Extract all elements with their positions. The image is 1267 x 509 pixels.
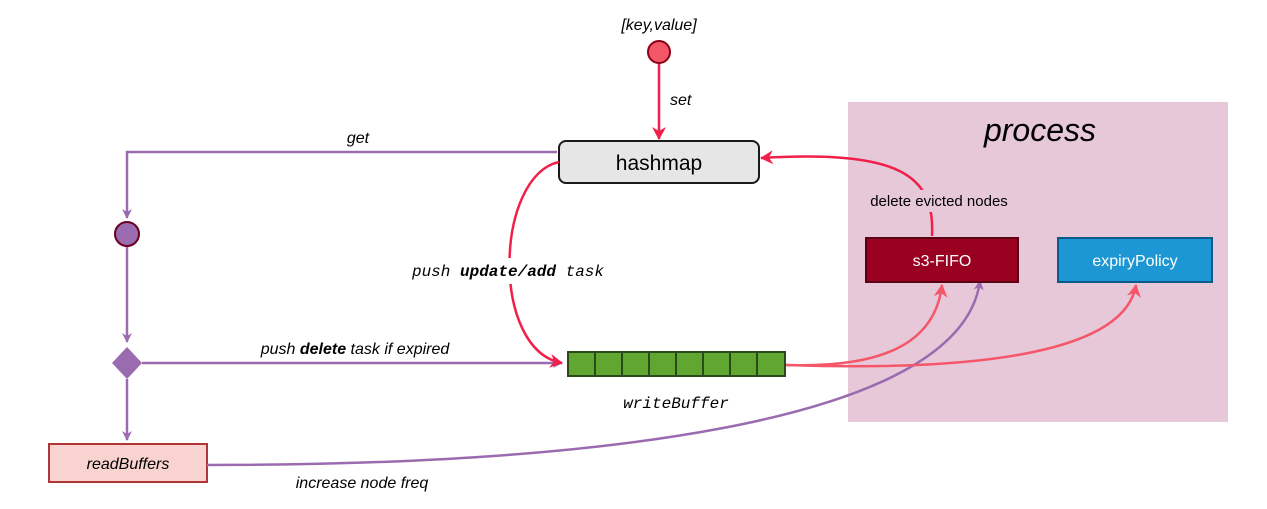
key-value-label: [key,value] — [620, 17, 697, 34]
increase-freq-label: increase node freq — [296, 475, 429, 492]
delete-evicted-label-bg — [853, 190, 1025, 212]
readbuffers-node — [48, 443, 208, 483]
input-node — [647, 40, 671, 64]
writebuffer-node — [567, 351, 786, 377]
s3fifo-node — [865, 237, 1019, 283]
get-junction-node — [114, 221, 140, 247]
delete-evicted-edge — [760, 150, 934, 237]
get-label: get — [347, 130, 370, 147]
process-title: process — [983, 112, 1096, 148]
push-delete-label: push delete task if expired — [260, 341, 451, 358]
increase-freq-edge — [206, 280, 984, 467]
writebuffer-label: writeBuffer — [623, 395, 729, 413]
push-update-label: push update/add task — [411, 263, 604, 281]
expiry-policy-label: expiryPolicy — [1092, 253, 1177, 270]
writebuffer-to-expiry-edge — [785, 284, 1141, 368]
hashmap-label: hashmap — [616, 152, 702, 175]
delete-evicted-label: delete evicted nodes — [870, 193, 1008, 210]
expiry-decision-node — [112, 347, 142, 379]
s3fifo-label: s3-FIFO — [913, 253, 972, 270]
push-update-label-bg — [398, 258, 618, 284]
set-label: set — [670, 92, 692, 109]
expiry-policy-node — [1057, 237, 1213, 283]
get-edge — [122, 150, 557, 219]
readbuffers-label: readBuffers — [87, 456, 170, 473]
